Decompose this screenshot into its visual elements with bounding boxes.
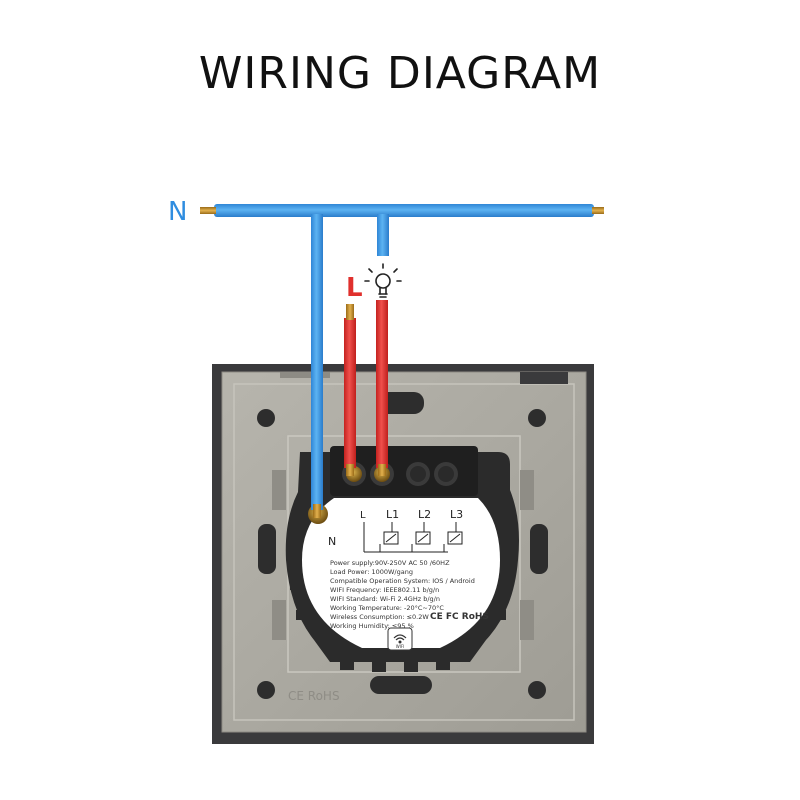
spec-line: Load Power: 1000W/gang	[330, 568, 413, 576]
module-label-l1: L1	[386, 508, 399, 521]
live-wire	[344, 304, 356, 476]
switch-schematic	[363, 522, 463, 553]
certification-marks: CE FC RoHS	[430, 612, 489, 622]
mounting-hole	[528, 409, 546, 427]
live-label: L	[346, 273, 363, 303]
svg-text:WIFI: WIFI	[396, 644, 405, 649]
spec-line: Wireless Consumption: ≤0.2W	[330, 613, 429, 621]
load-wire	[376, 300, 388, 476]
wifi-badge: WIFI	[387, 627, 413, 651]
terminal-screw-l3	[438, 466, 454, 482]
light-bulb-icon	[364, 263, 402, 298]
neutral-label: N	[168, 197, 187, 227]
module-label-n: N	[328, 535, 336, 548]
spec-line: WIFI Standard: Wi-Fi 2.4GHz b/g/n	[330, 595, 440, 603]
svg-text:CE RoHS: CE RoHS	[288, 689, 340, 703]
terminal-screw-l2	[410, 466, 426, 482]
mounting-hole	[528, 681, 546, 699]
mounting-hole	[257, 409, 275, 427]
spec-line: Working Humidity: ≤95 %	[330, 622, 414, 630]
spec-lines: Power supply:90V-250V AC 50 /60HZ Load P…	[330, 559, 475, 630]
module-label-l: L	[360, 510, 366, 521]
spec-line: Working Temperature: -20°C~70°C	[330, 604, 444, 612]
switch-module	[285, 446, 519, 672]
spec-line: WIFI Frequency: IEEE802.11 b/g/n	[330, 586, 439, 594]
module-label-l2: L2	[418, 508, 431, 521]
page-title: WIRING DIAGRAM	[198, 48, 602, 99]
spec-line: Compatible Operation System: IOS / Andro…	[330, 577, 475, 585]
wifi-icon	[393, 634, 407, 644]
mounting-hole	[257, 681, 275, 699]
module-label-l3: L3	[450, 508, 463, 521]
spec-label	[302, 498, 500, 648]
spec-line: Power supply:90V-250V AC 50 /60HZ	[330, 559, 450, 567]
neutral-wire	[200, 204, 604, 518]
